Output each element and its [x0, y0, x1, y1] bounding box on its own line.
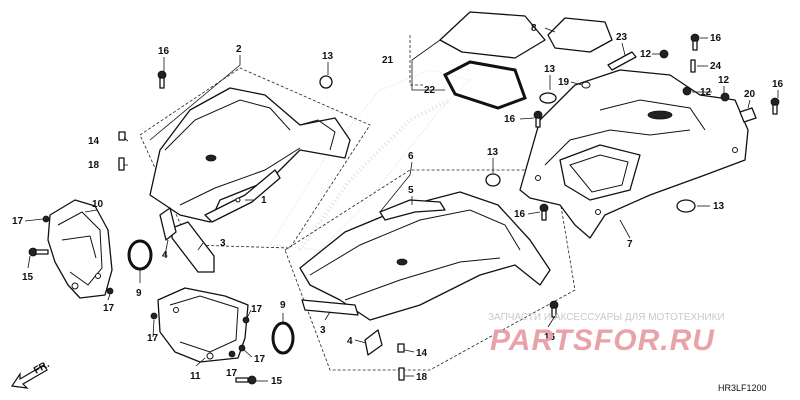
grommet-ring-part-9-left: [127, 239, 153, 271]
diagram-code: HR3LF1200: [718, 383, 767, 393]
callout-16: 16: [158, 46, 170, 57]
grommet-part-13-b: [539, 92, 557, 104]
callout-18: 18: [416, 372, 428, 383]
nut-part-12-b: [682, 86, 692, 96]
callout-17: 17: [254, 354, 266, 365]
callout-16: 16: [544, 332, 556, 343]
callout-13: 13: [544, 64, 556, 75]
bolt-part-16-e: [539, 203, 549, 221]
rear-fender-part-5: [299, 191, 551, 321]
foam-pad-part-3-upper: [171, 221, 215, 273]
callout-9: 9: [136, 288, 142, 299]
callout-13: 13: [487, 147, 499, 158]
leader-lines: [24, 27, 779, 382]
callout-12: 12: [718, 75, 730, 86]
callout-15: 15: [22, 272, 34, 283]
grommet-part-13-c: [485, 173, 501, 187]
callout-labels: 16 2 13 21 22 8 23 12 16 24 13 19 12 12 …: [12, 23, 784, 387]
callout-8: 8: [531, 23, 537, 34]
callout-16: 16: [504, 114, 516, 125]
group-box-rear-fender: [284, 169, 576, 371]
screw-part-24: [690, 59, 696, 73]
grommet-ring-part-9-right: [271, 321, 295, 355]
watermark-brand: PARTSFOR.RU: [490, 324, 715, 357]
ring-part-19: [581, 81, 591, 89]
bolt-part-15-a: [28, 247, 49, 257]
callout-17: 17: [251, 304, 263, 315]
callout-16: 16: [710, 33, 722, 44]
fr-label: FR.: [32, 359, 52, 377]
grommet-part-13-d: [676, 199, 696, 213]
left-cover-part-10: [47, 199, 113, 299]
callout-13: 13: [713, 201, 725, 212]
bolt-part-16-d: [533, 110, 543, 128]
grommet-part-13-a: [319, 75, 333, 89]
bar-part-23: [607, 51, 637, 71]
callout-1: 1: [261, 195, 267, 206]
clip-part-4-lower: [364, 329, 383, 356]
callout-6: 6: [408, 151, 414, 162]
callout-14: 14: [88, 136, 100, 147]
callout-3: 3: [220, 238, 226, 249]
callout-3: 3: [320, 325, 326, 336]
callout-2: 2: [236, 44, 242, 55]
callout-11: 11: [190, 371, 201, 382]
callout-17: 17: [147, 333, 159, 344]
callout-22: 22: [424, 85, 436, 96]
bolt-part-16-c: [770, 97, 780, 115]
callout-12: 12: [700, 87, 712, 98]
gasket-part-22: [442, 60, 527, 110]
callout-20: 20: [744, 89, 756, 100]
callout-12: 12: [640, 49, 652, 60]
screw-part-18-a: [118, 157, 125, 171]
callout-10: 10: [92, 199, 104, 210]
callout-9: 9: [280, 300, 286, 311]
lower-cover-part-11: [157, 287, 249, 363]
callout-19: 19: [558, 77, 570, 88]
callout-17: 17: [12, 216, 24, 227]
callout-14: 14: [416, 348, 428, 359]
front-direction-arrow: FR.: [10, 359, 52, 389]
nut-part-12-c: [720, 92, 730, 102]
callout-16: 16: [772, 79, 784, 90]
nut-part-12-a: [659, 49, 669, 59]
screw-part-18-b: [398, 367, 405, 381]
front-fender-part-2: [149, 87, 351, 223]
top-cover-part-8: [547, 17, 613, 53]
callout-21: 21: [382, 55, 394, 66]
bolt-part-16-a: [157, 70, 167, 89]
foam-pad-part-3-lower: [301, 299, 359, 316]
callout-5: 5: [408, 185, 414, 196]
callout-13: 13: [322, 51, 334, 62]
clip-part-17: [42, 215, 250, 358]
callout-24: 24: [710, 61, 722, 72]
rear-carrier-part-7: [519, 69, 749, 239]
bolt-part-16-b: [690, 33, 700, 51]
top-lid-part-21: [439, 11, 546, 59]
callout-17: 17: [226, 368, 238, 379]
bolt-part-15-b: [235, 375, 257, 385]
callout-23: 23: [616, 32, 628, 43]
watermark-tagline: ЗАПЧАСТИ И АКСЕССУАРЫ ДЛЯ МОТОТЕХНИКИ: [488, 312, 725, 323]
clip-part-4-upper: [159, 207, 177, 241]
pin-part-20: [739, 107, 757, 123]
callout-7: 7: [627, 239, 633, 250]
bracket-part-1: [204, 169, 281, 223]
group-box-21-22: [409, 35, 425, 86]
screw-part-14-b: [397, 343, 405, 353]
callout-16: 16: [514, 209, 526, 220]
callout-4: 4: [162, 250, 168, 261]
screw-part-14-a: [118, 131, 126, 141]
callout-18: 18: [88, 160, 100, 171]
callout-4: 4: [347, 336, 353, 347]
callout-15: 15: [271, 376, 283, 387]
callout-17: 17: [103, 303, 115, 314]
